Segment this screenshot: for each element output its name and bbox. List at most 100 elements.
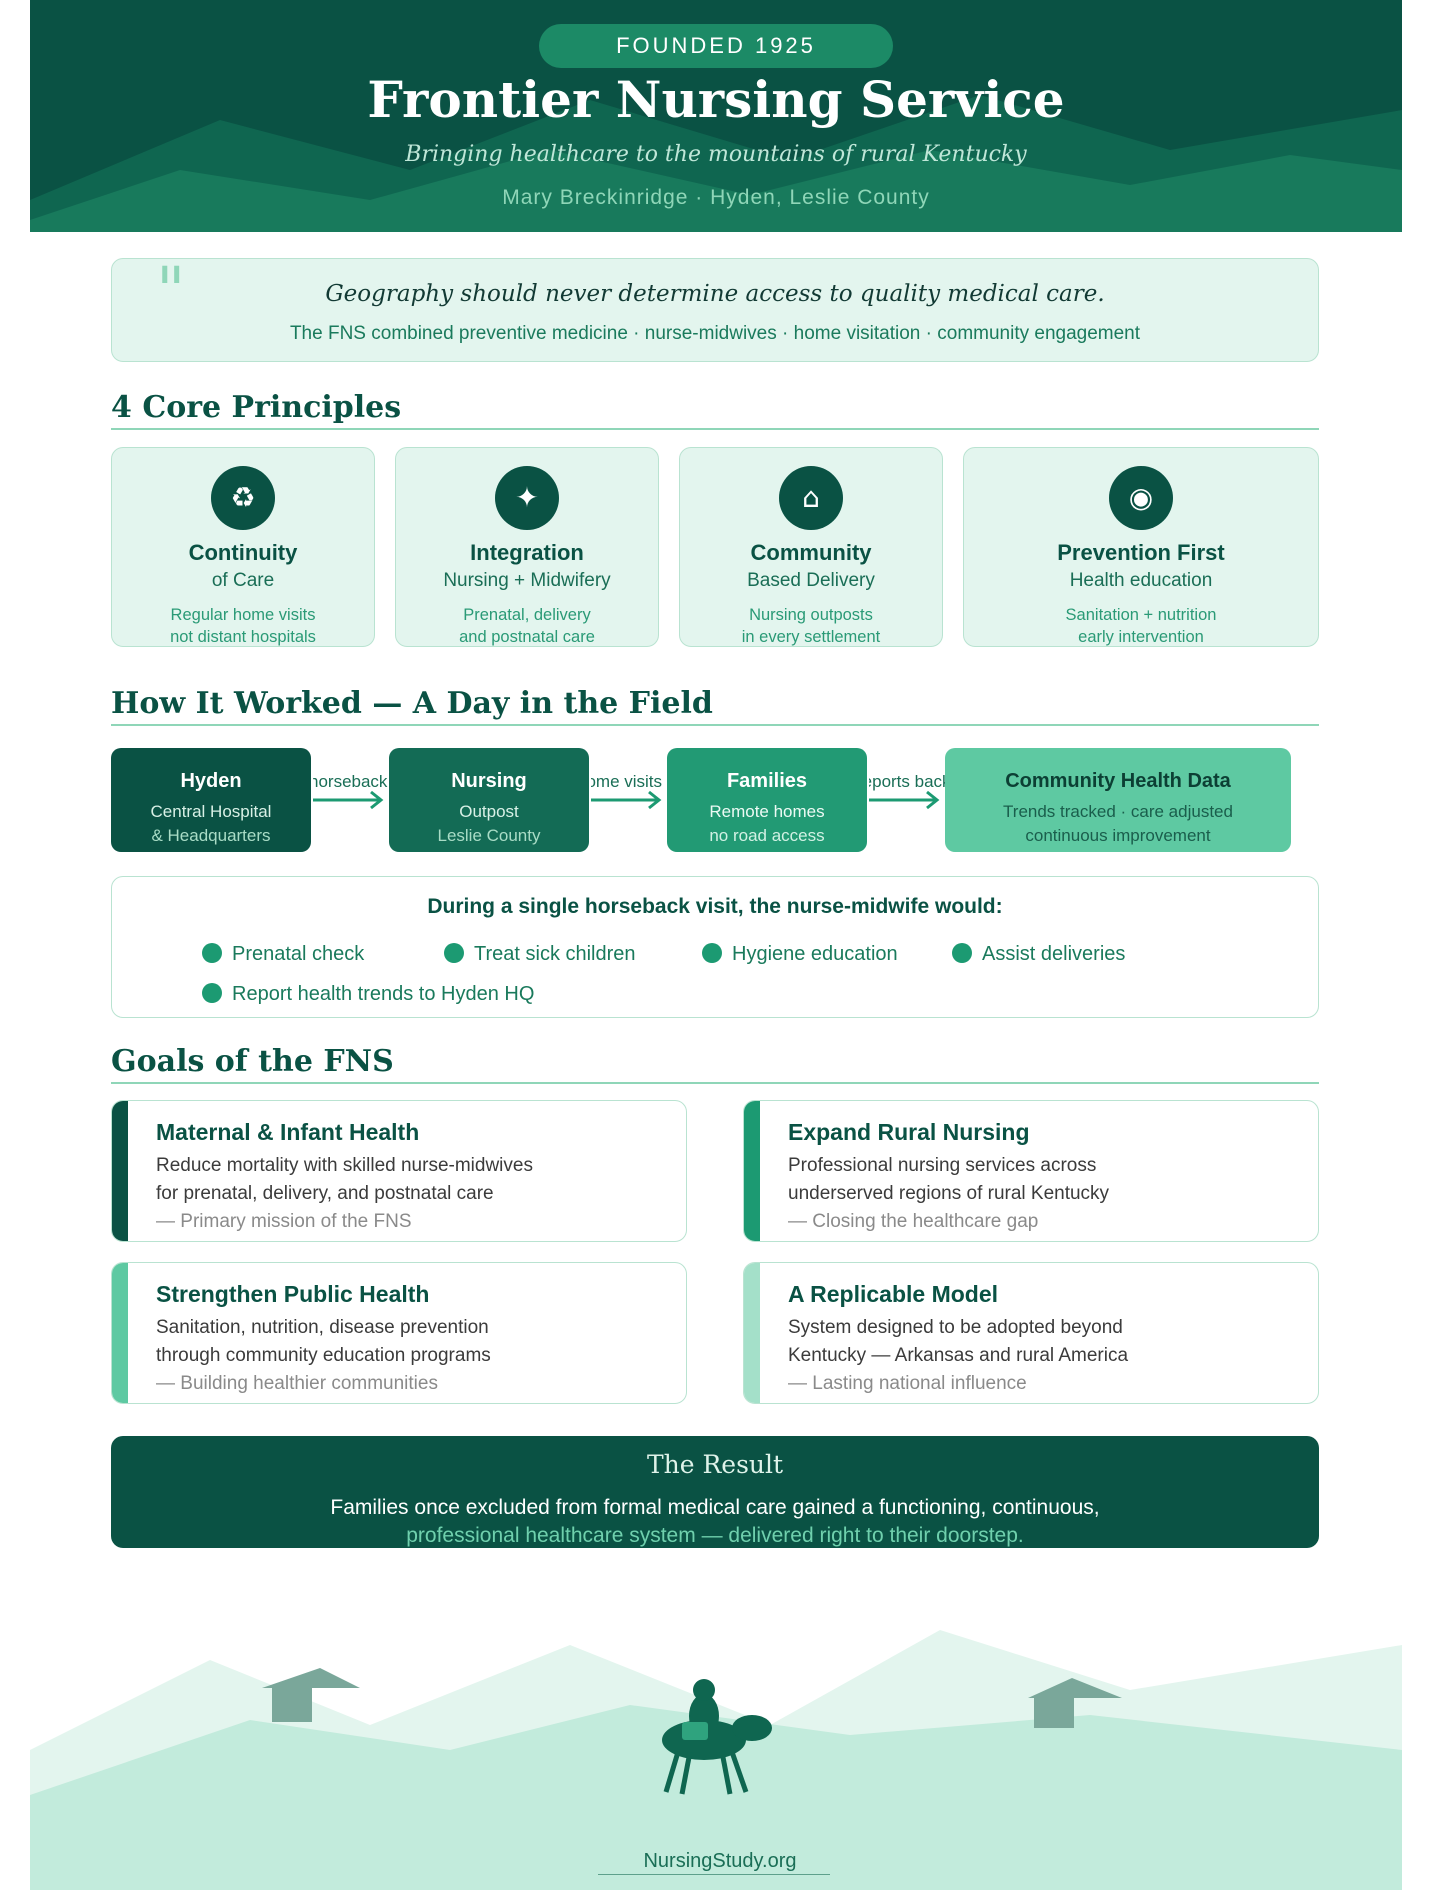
section-divider — [111, 724, 1319, 726]
goal-description: Reduce mortality with skilled nurse-midw… — [156, 1155, 533, 1176]
arrow-right-icon — [313, 790, 384, 810]
flow-arrow-reports-back: reports back — [869, 772, 945, 812]
principle-card-community: ⌂ Community Based Delivery Nursing outpo… — [679, 447, 943, 647]
quote-summary: The FNS combined preventive medicine · n… — [289, 323, 1141, 344]
flow-step-title: Nursing — [451, 770, 527, 792]
goal-note: — Lasting national influence — [788, 1373, 1027, 1394]
flow-step-line: no road access — [709, 826, 825, 845]
quote-mark-icon: " — [156, 254, 186, 328]
principles-heading: 4 Core Principles — [111, 390, 402, 425]
flow-step-line: Trends tracked · care adjusted — [1003, 802, 1233, 821]
goal-description: underserved regions of rural Kentucky — [788, 1183, 1110, 1204]
workflow-heading: How It Worked — A Day in the Field — [111, 686, 713, 721]
goal-note: — Building healthier communities — [156, 1373, 438, 1394]
page-subtitle: Bringing healthcare to the mountains of … — [405, 142, 1027, 167]
visit-item: Prenatal check — [202, 943, 364, 966]
result-title: The Result — [646, 1450, 784, 1479]
flow-step-nursing-outpost: Nursing Outpost Leslie County — [389, 748, 589, 852]
goal-description: System designed to be adopted beyond — [788, 1317, 1123, 1338]
footer-divider — [598, 1874, 830, 1875]
flow-step-title: Community Health Data — [1005, 770, 1231, 792]
goal-note: — Closing the healthcare gap — [788, 1211, 1039, 1232]
goal-title: Expand Rural Nursing — [788, 1119, 1030, 1145]
footer-website-link[interactable]: NursingStudy.org — [643, 1850, 797, 1872]
principle-card-continuity: ♻ Continuity of Care Regular home visits… — [111, 447, 375, 647]
flow-step-line: Leslie County — [437, 826, 541, 845]
flow-step-line: continuous improvement — [1025, 826, 1211, 845]
horse-rider-icon — [662, 1679, 772, 1795]
bullet-dot-icon — [202, 983, 222, 1003]
flow-step-line: Outpost — [459, 802, 519, 821]
mountain-backdrop — [30, 95, 1402, 232]
visit-title: During a single horseback visit, the nur… — [427, 895, 1003, 918]
founded-badge: FOUNDED 1925 — [539, 24, 893, 68]
bullet-dot-icon — [952, 943, 972, 963]
goal-accent-bar — [744, 1263, 760, 1403]
goal-card-public-health: Strengthen Public Health Sanitation, nut… — [111, 1262, 687, 1404]
sparkle-icon: ✦ — [495, 466, 559, 530]
flow-step-line: Central Hospital — [150, 802, 272, 821]
arrow-right-icon — [591, 790, 662, 810]
quote-text: Geography should never determine access … — [325, 281, 1105, 307]
principle-title: Continuity — [188, 540, 298, 565]
flow-arrow-horseback: horseback — [313, 772, 389, 812]
bullet-dot-icon — [444, 943, 464, 963]
goal-description: Kentucky — Arkansas and rural America — [788, 1345, 1129, 1366]
result-box: The Result Families once excluded from f… — [111, 1436, 1319, 1548]
section-divider — [111, 428, 1319, 430]
goal-description: for prenatal, delivery, and postnatal ca… — [156, 1183, 494, 1204]
principle-title: Integration — [470, 540, 584, 565]
flow-arrow-label: home visits — [591, 772, 663, 791]
visit-item: Assist deliveries — [952, 943, 1125, 966]
visit-duties-box: During a single horseback visit, the nur… — [111, 876, 1319, 1018]
visit-item: Report health trends to Hyden HQ — [202, 983, 534, 1006]
goal-accent-bar — [112, 1263, 128, 1403]
principle-card-prevention: ◉ Prevention First Health education Sani… — [963, 447, 1319, 647]
page-title: Frontier Nursing Service — [367, 70, 1065, 129]
goal-note: — Primary mission of the FNS — [156, 1211, 412, 1232]
flow-step-line: & Headquarters — [151, 826, 271, 845]
goal-title: Maternal & Infant Health — [156, 1119, 420, 1145]
visit-item: Hygiene education — [702, 943, 898, 966]
principle-title: Prevention First — [1057, 540, 1225, 565]
flow-step-community-health-data: Community Health Data Trends tracked · c… — [945, 748, 1291, 852]
goal-description: through community education programs — [156, 1345, 491, 1366]
principle-subtitle: Based Delivery — [747, 570, 875, 591]
principle-subtitle: Health education — [1069, 570, 1213, 591]
flow-step-title: Families — [726, 770, 808, 792]
goal-card-rural-nursing: Expand Rural Nursing Professional nursin… — [743, 1100, 1319, 1242]
house-icon: ⌂ — [779, 466, 843, 530]
goal-accent-bar — [112, 1101, 128, 1241]
bullet-dot-icon — [702, 943, 722, 963]
arrow-right-icon — [869, 790, 940, 810]
principle-subtitle: of Care — [211, 570, 275, 591]
header-banner: FOUNDED 1925 Frontier Nursing Service Br… — [30, 0, 1402, 232]
flow-step-line: Remote homes — [709, 802, 825, 821]
result-line: professional healthcare system — deliver… — [406, 1524, 1024, 1547]
bullet-dot-icon — [202, 943, 222, 963]
page-byline: Mary Breckinridge · Hyden, Leslie County — [502, 186, 930, 209]
footer-scene — [30, 1610, 1402, 1890]
recycle-icon: ♻ — [211, 466, 275, 530]
house-icon — [1028, 1678, 1122, 1728]
quote-box: " Geography should never determine acces… — [111, 258, 1319, 362]
flow-step-families: Families Remote homes no road access — [667, 748, 867, 852]
goals-heading: Goals of the FNS — [111, 1044, 394, 1079]
flow-arrow-home-visits: home visits — [591, 772, 667, 812]
goal-accent-bar — [744, 1101, 760, 1241]
principle-title: Community — [750, 540, 872, 565]
goal-title: Strengthen Public Health — [156, 1281, 430, 1307]
principle-card-integration: ✦ Integration Nursing + Midwifery Prenat… — [395, 447, 659, 647]
flow-step-hyden: Hyden Central Hospital & Headquarters — [111, 748, 311, 852]
goal-card-maternal: Maternal & Infant Health Reduce mortalit… — [111, 1100, 687, 1242]
flow-arrow-label: reports back — [869, 772, 945, 791]
visit-item: Treat sick children — [444, 943, 636, 966]
flow-arrow-label: horseback — [313, 772, 388, 791]
result-line: Families once excluded from formal medic… — [330, 1496, 1100, 1519]
house-icon — [262, 1668, 360, 1722]
goal-description: Sanitation, nutrition, disease preventio… — [156, 1317, 489, 1338]
target-icon: ◉ — [1109, 466, 1173, 530]
